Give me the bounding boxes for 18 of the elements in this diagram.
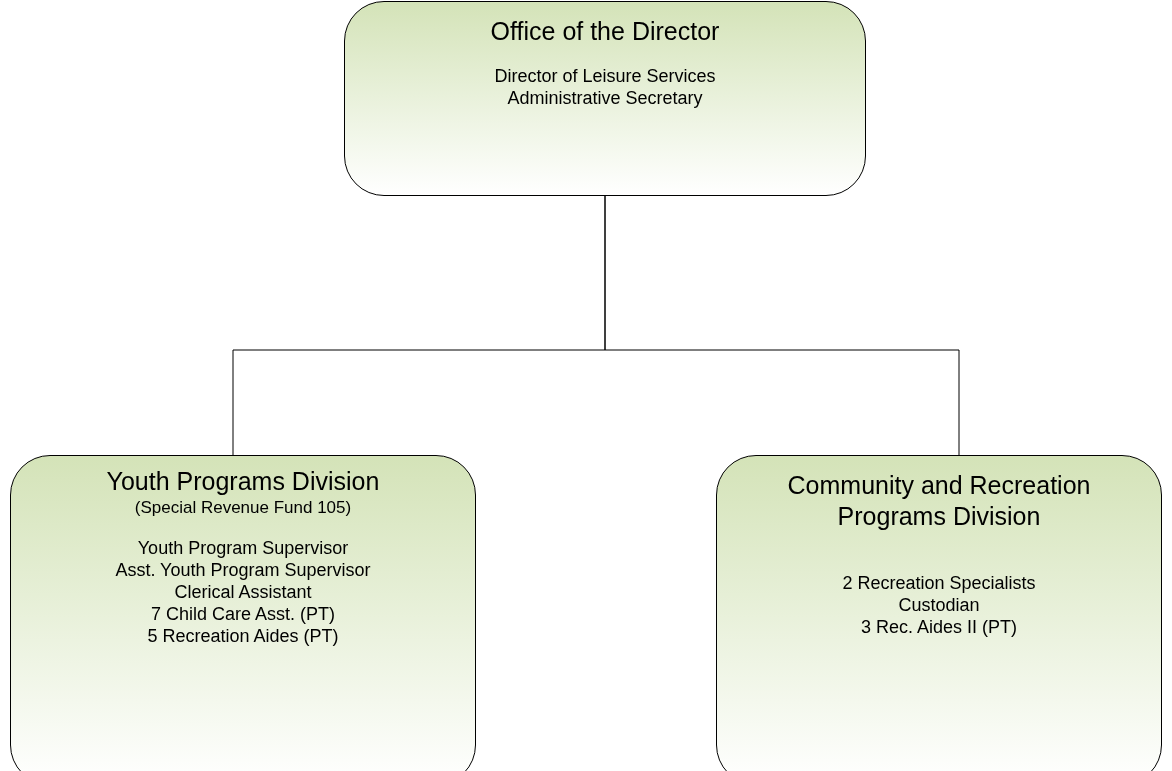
org-unit-box [10, 455, 476, 771]
org-unit-box [344, 1, 866, 196]
position-title: 2 Recreation Specialists [842, 572, 1036, 594]
position-title: Clerical Assistant [174, 581, 312, 603]
position-title: Administrative Secretary [507, 87, 703, 109]
position-title: Custodian [898, 594, 980, 616]
position-title: Asst. Youth Program Supervisor [115, 559, 371, 581]
unit-subtitle: (Special Revenue Fund 105) [134, 497, 352, 519]
position-title: 3 Rec. Aides II (PT) [860, 616, 1018, 638]
connector-line [604, 195, 960, 456]
unit-title: Office of the Director [489, 16, 721, 47]
org-unit-box [716, 455, 1162, 771]
unit-title: Community and Recreation Programs Division [786, 470, 1092, 532]
position-title: Director of Leisure Services [494, 65, 716, 87]
unit-title: Youth Programs Division [105, 466, 381, 497]
position-title: 7 Child Care Asst. (PT) [150, 603, 336, 625]
position-title: Youth Program Supervisor [137, 537, 349, 559]
position-title: 5 Recreation Aides (PT) [147, 625, 339, 647]
